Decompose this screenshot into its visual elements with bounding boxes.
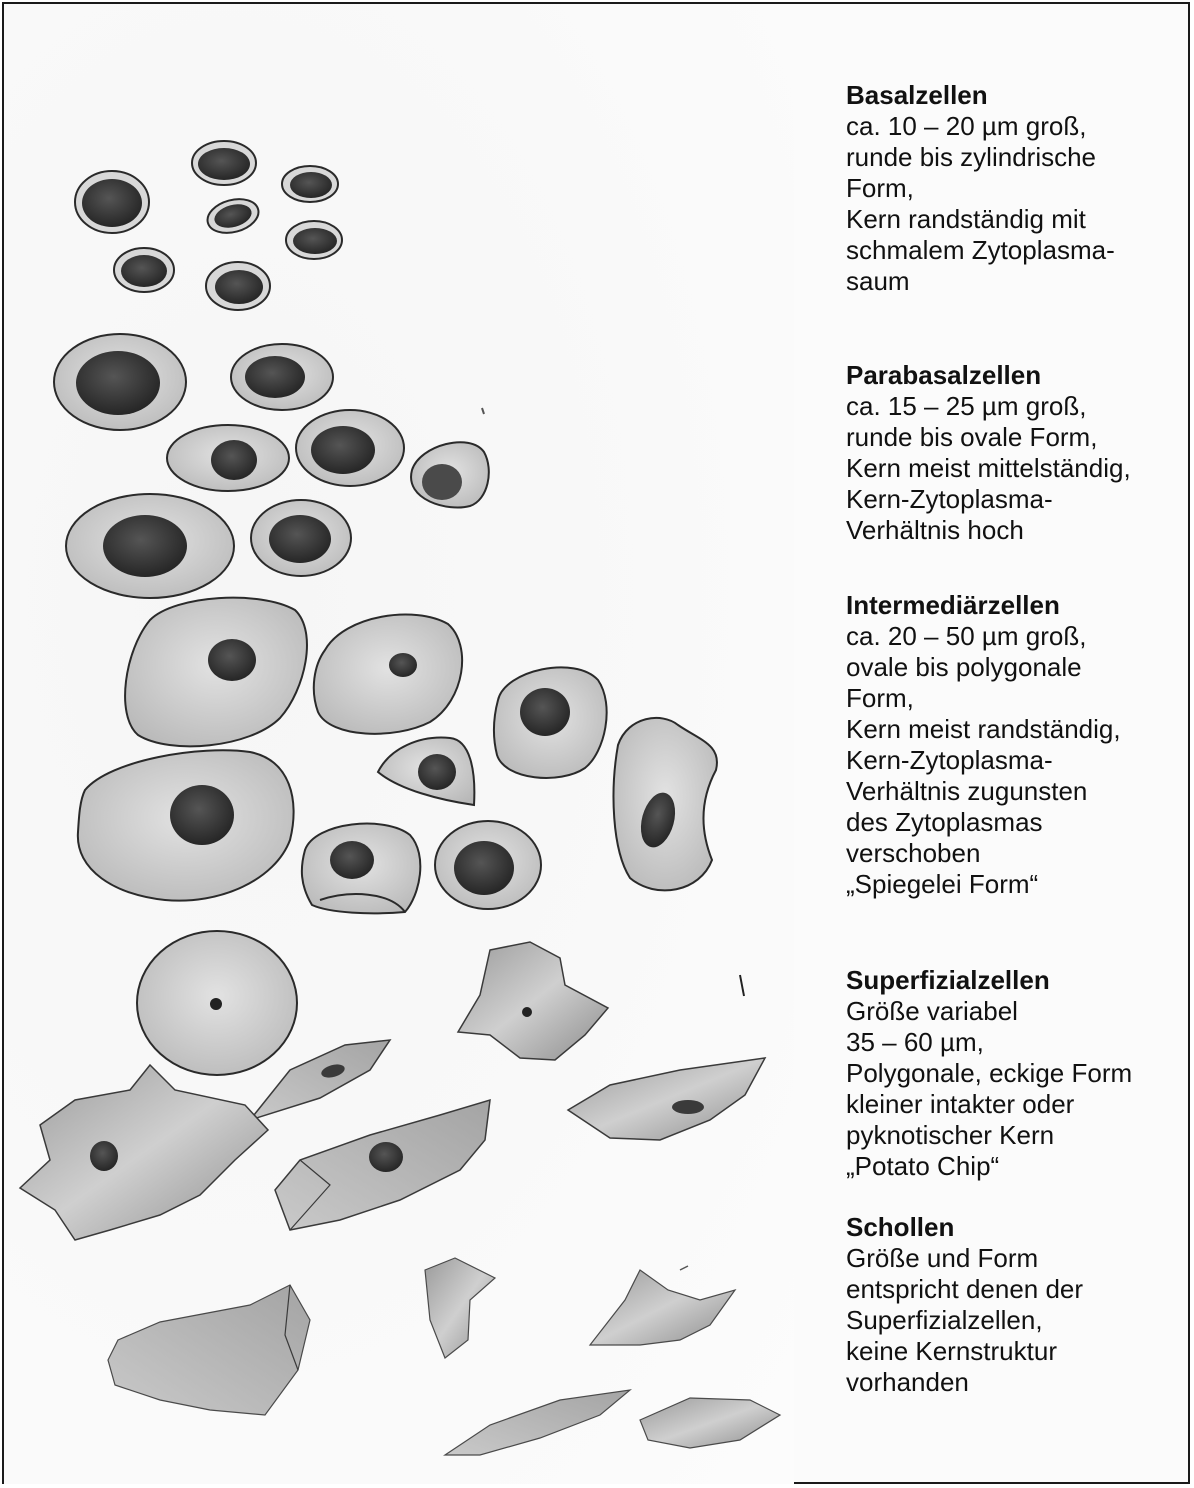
intermediate-cell	[78, 750, 294, 900]
superficial-cell	[137, 931, 297, 1075]
legend-line: runde bis ovale Form,	[846, 422, 1186, 453]
intermediate-cell	[314, 615, 462, 734]
legend-basal: Basalzellen ca. 10 – 20 µm groß, runde b…	[846, 80, 1186, 297]
legend-line: pyknotischer Kern	[846, 1120, 1186, 1151]
superficial-cell	[20, 1065, 268, 1240]
legend-line: Polygonale, eckige Form	[846, 1058, 1186, 1089]
superficial-cell-group	[20, 931, 765, 1240]
legend-title: Intermediärzellen	[846, 590, 1186, 621]
legend-line: entspricht denen der	[846, 1274, 1186, 1305]
legend-line: „Potato Chip“	[846, 1151, 1186, 1182]
parabasal-cell	[66, 494, 234, 598]
legend-line: ovale bis polygonale	[846, 652, 1186, 683]
legend-line: ca. 15 – 25 µm groß,	[846, 391, 1186, 422]
legend-line: ca. 20 – 50 µm groß,	[846, 621, 1186, 652]
parabasal-cell	[251, 500, 351, 576]
parabasal-cell	[167, 425, 289, 491]
legend-title: Schollen	[846, 1212, 1186, 1243]
legend-line: des Zytoplasmas	[846, 807, 1186, 838]
intermediate-cell-group	[78, 598, 717, 914]
flake	[640, 1398, 780, 1448]
legend-line: verschoben	[846, 838, 1186, 869]
legend-line: Verhältnis hoch	[846, 515, 1186, 546]
legend-intermediate: Intermediärzellen ca. 20 – 50 µm groß, o…	[846, 590, 1186, 900]
legend-line: Verhältnis zugunsten	[846, 776, 1186, 807]
legend-line: 35 – 60 µm,	[846, 1027, 1186, 1058]
intermediate-cell	[435, 821, 541, 909]
legend-title: Basalzellen	[846, 80, 1186, 111]
intermediate-cell	[378, 738, 474, 805]
legend-line: Kern randständig mit	[846, 204, 1186, 235]
basal-cell	[192, 141, 256, 185]
legend-line: ca. 10 – 20 µm groß,	[846, 111, 1186, 142]
legend-line: schmalem Zytoplasma-	[846, 235, 1186, 266]
legend-line: Superfizialzellen,	[846, 1305, 1186, 1336]
parabasal-cell	[54, 334, 186, 430]
intermediate-cell	[614, 718, 717, 890]
basal-cell	[204, 194, 263, 238]
legend-line: Form,	[846, 173, 1186, 204]
intermediate-cell	[125, 598, 307, 747]
legend-line: Kern-Zytoplasma-	[846, 484, 1186, 515]
legend-title: Parabasalzellen	[846, 360, 1186, 391]
parabasal-cell	[296, 410, 404, 486]
basal-cell	[282, 166, 338, 202]
intermediate-cell	[302, 824, 420, 914]
legend-line: kleiner intakter oder	[846, 1089, 1186, 1120]
legend-line: Kern meist mittelständig,	[846, 453, 1186, 484]
basal-cell	[114, 248, 174, 292]
legend-line: vorhanden	[846, 1367, 1186, 1398]
legend-line: keine Kernstruktur	[846, 1336, 1186, 1367]
basal-cell	[206, 262, 270, 310]
superficial-cell	[458, 942, 608, 1060]
intermediate-cell	[494, 667, 607, 778]
flake	[425, 1258, 495, 1358]
flake	[445, 1390, 630, 1455]
superficial-cell	[568, 1058, 765, 1140]
basal-cell-group	[75, 141, 342, 310]
legend-line: „Spiegelei Form“	[846, 869, 1186, 900]
parabasal-cell	[231, 344, 333, 410]
legend-line: Kern meist randständig,	[846, 714, 1186, 745]
flake	[590, 1270, 735, 1345]
legend-line: runde bis zylindrische	[846, 142, 1186, 173]
legend-line: Kern-Zytoplasma-	[846, 745, 1186, 776]
parabasal-cell	[411, 442, 489, 507]
basal-cell	[286, 221, 342, 259]
legend-line: Größe variabel	[846, 996, 1186, 1027]
legend-title: Superfizialzellen	[846, 965, 1186, 996]
flake-group	[108, 1258, 780, 1455]
parabasal-cell-group	[54, 334, 489, 598]
superficial-cell	[275, 1100, 490, 1230]
legend-line: Größe und Form	[846, 1243, 1186, 1274]
legend-line: saum	[846, 266, 1186, 297]
legend-superficial: Superfizialzellen Größe variabel 35 – 60…	[846, 965, 1186, 1182]
flake	[108, 1285, 310, 1415]
legend-parabasal: Parabasalzellen ca. 15 – 25 µm groß, run…	[846, 360, 1186, 546]
legend-flakes: Schollen Größe und Form entspricht denen…	[846, 1212, 1186, 1398]
basal-cell	[75, 171, 149, 233]
legend-line: Form,	[846, 683, 1186, 714]
